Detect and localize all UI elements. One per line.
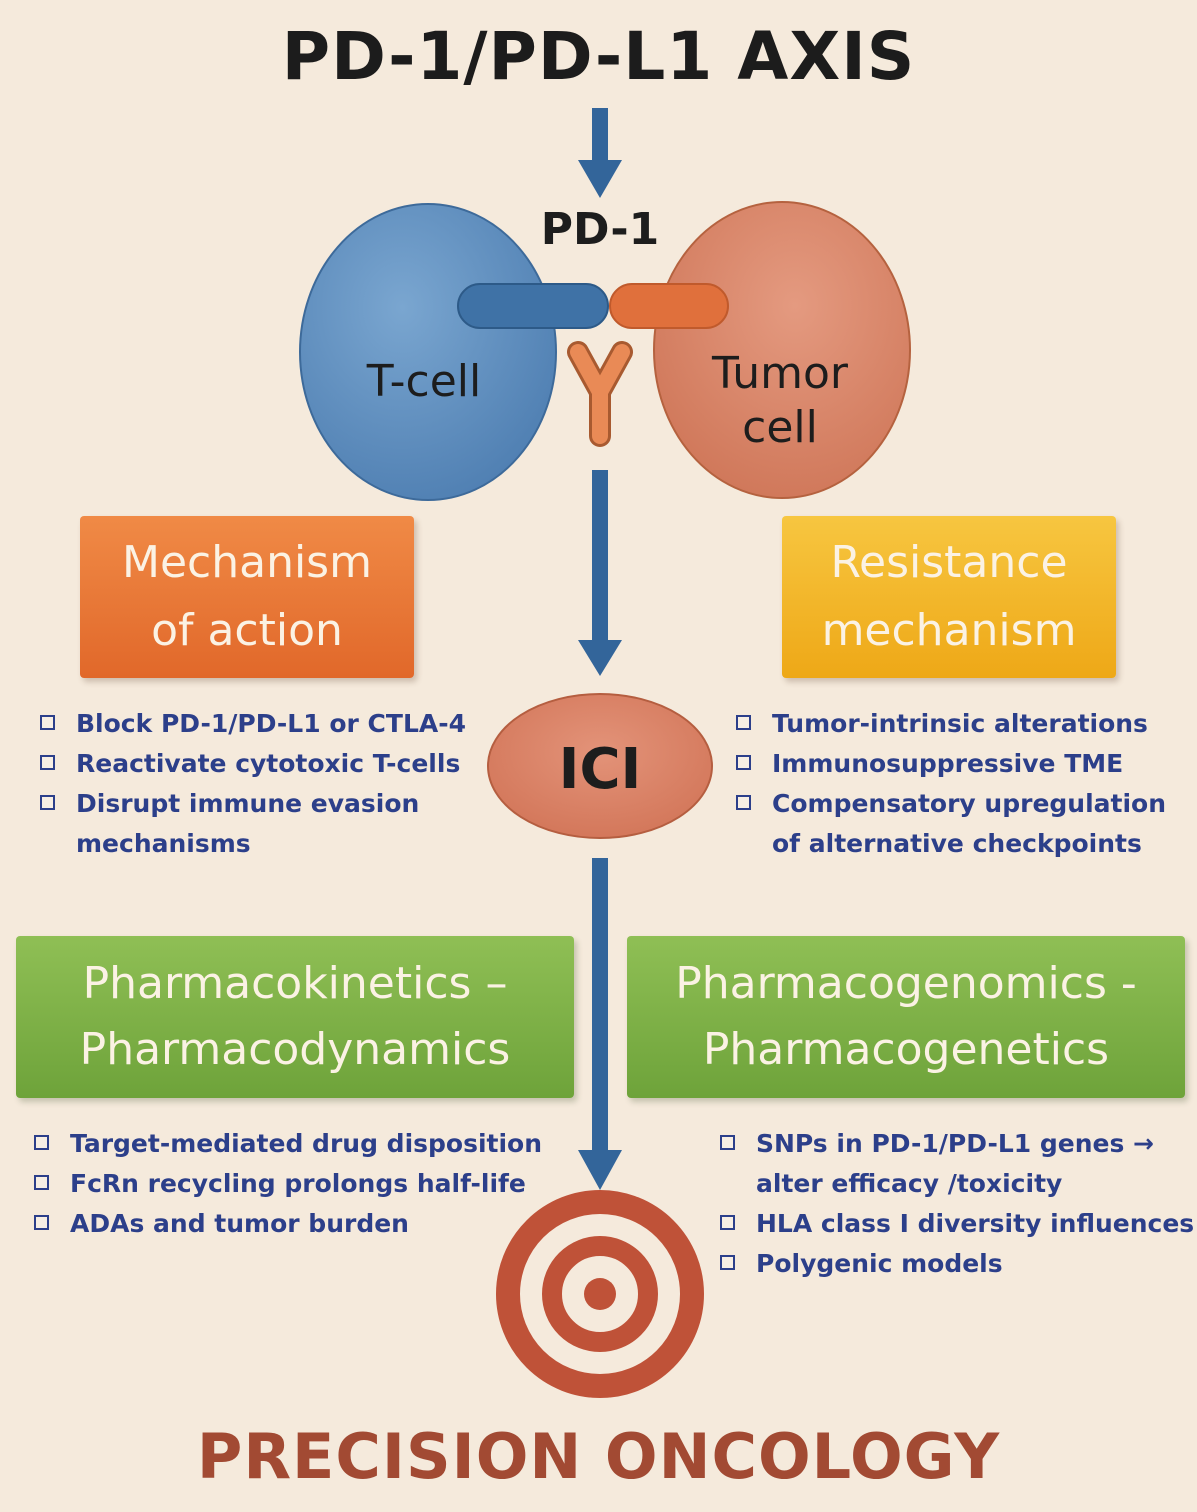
list-item: Polygenic models xyxy=(716,1244,1196,1284)
list-item: ADAs and tumor burden xyxy=(30,1204,570,1244)
footer-title: PRECISION ONCOLOGY xyxy=(196,1420,1001,1493)
checkbox-icon xyxy=(720,1135,735,1150)
list-item: FcRn recycling prolongs half-life xyxy=(30,1164,570,1204)
pg-pg-list: SNPs in PD-1/PD-L1 genes → alter efficac… xyxy=(716,1124,1196,1284)
checkbox-icon xyxy=(40,715,55,730)
list-item: Immunosuppressive TME xyxy=(732,744,1192,784)
ici-label: ICI xyxy=(559,737,642,802)
checkbox-icon xyxy=(34,1175,49,1190)
mechanism-list: Block PD-1/PD-L1 or CTLA-4 Reactivate cy… xyxy=(36,704,496,864)
pharmacokinetics-box: Pharmacokinetics – Pharmacodynamics xyxy=(16,936,574,1098)
tumor-cell-label-line1: Tumor xyxy=(711,348,849,399)
arrow-cells-to-ici xyxy=(578,470,622,676)
checkbox-icon xyxy=(34,1215,49,1230)
checkbox-icon xyxy=(736,715,751,730)
pharmacogenomics-box: Pharmacogenomics - Pharmacogenetics xyxy=(627,936,1185,1098)
t-cell-shape xyxy=(299,203,557,501)
list-item: Disrupt immune evasion mechanisms xyxy=(36,784,496,864)
t-cell-label: T-cell xyxy=(366,356,481,407)
pdl1-ligand xyxy=(609,283,729,329)
mechanism-of-action-box: Mechanism of action xyxy=(80,516,414,678)
list-item: SNPs in PD-1/PD-L1 genes → alter efficac… xyxy=(716,1124,1196,1204)
antibody-y-icon xyxy=(567,341,633,447)
pk-pd-list: Target-mediated drug disposition FcRn re… xyxy=(30,1124,570,1244)
list-item: Reactivate cytotoxic T-cells xyxy=(36,744,496,784)
page-title: PD-1/PD-L1 AXIS xyxy=(281,18,916,95)
list-item: Compensatory upregulation of alternative… xyxy=(732,784,1192,864)
arrow-title-to-cells xyxy=(578,108,622,198)
checkbox-icon xyxy=(34,1135,49,1150)
target-icon xyxy=(496,1190,704,1398)
pd1-label: PD-1 xyxy=(541,204,659,255)
checkbox-icon xyxy=(720,1255,735,1270)
resistance-mechanism-box: Resistance mechanism xyxy=(782,516,1116,678)
resistance-list: Tumor-intrinsic alterations Immunosuppre… xyxy=(732,704,1192,864)
list-item: HLA class I diversity influences xyxy=(716,1204,1196,1244)
checkbox-icon xyxy=(720,1215,735,1230)
checkbox-icon xyxy=(736,755,751,770)
list-item: Block PD-1/PD-L1 or CTLA-4 xyxy=(36,704,496,744)
checkbox-icon xyxy=(40,795,55,810)
ici-node xyxy=(487,693,713,839)
arrow-ici-to-target xyxy=(578,858,622,1190)
tumor-cell-shape xyxy=(653,201,911,499)
pd1-receptor xyxy=(457,283,609,329)
checkbox-icon xyxy=(736,795,751,810)
checkbox-icon xyxy=(40,755,55,770)
tumor-cell-label-line2: cell xyxy=(742,402,818,453)
list-item: Target-mediated drug disposition xyxy=(30,1124,570,1164)
list-item: Tumor-intrinsic alterations xyxy=(732,704,1192,744)
